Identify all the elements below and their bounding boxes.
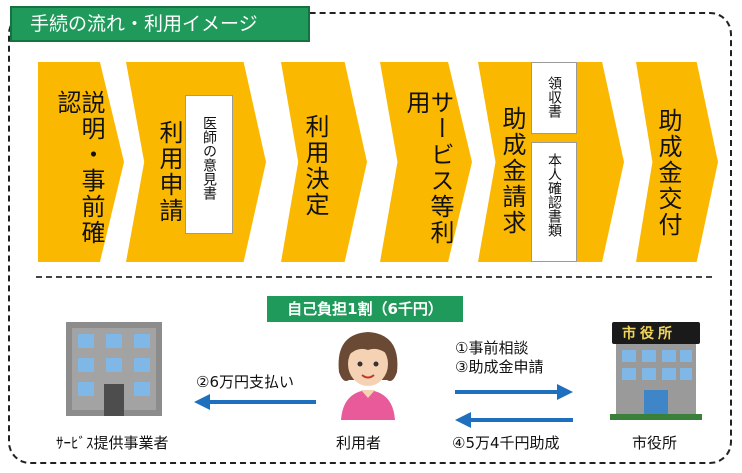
step-application: 利用申請 医師の意見書 — [126, 62, 266, 262]
step-subsidy-claim: 助成金請求 領収書 本人確認書類 — [478, 62, 624, 262]
payment-label: ②6万円支払い — [196, 373, 294, 391]
doctor-opinion-box: 医師の意見書 — [185, 95, 233, 234]
arrow-right-to-city — [455, 384, 573, 400]
step-service-use: サービス等利用 — [380, 62, 472, 262]
id-docs-box: 本人確認書類 — [531, 142, 577, 262]
section-divider — [36, 276, 712, 278]
arrow-left-subsidy — [455, 412, 573, 428]
dashed-frame — [8, 12, 732, 464]
receipt-box: 領収書 — [531, 62, 577, 134]
consult-label: ①事前相談 — [455, 339, 529, 357]
step-label: サービス等利用 — [402, 90, 454, 246]
provider-label: ｻｰﾋﾞｽ提供事業者 — [56, 434, 169, 452]
application-label: ③助成金申請 — [455, 358, 544, 376]
woman-avatar-icon — [338, 332, 398, 420]
step-label: 助成金交付 — [654, 108, 682, 238]
section-title: 手続の流れ・利用イメージ — [10, 6, 310, 42]
doctor-opinion-note: 医師の意見書 — [201, 116, 217, 200]
step-label: 利用申請 — [155, 120, 183, 224]
self-burden-banner: 自己負担1割（6千円） — [267, 296, 463, 322]
subsidy-label: ④5万4千円助成 — [452, 434, 560, 452]
city-sign: 市役所 — [622, 326, 676, 342]
step-label: 説明・事前確認 — [53, 90, 105, 246]
office-building-icon — [66, 322, 162, 416]
id-docs-note: 本人確認書類 — [546, 153, 562, 237]
receipt-note: 領収書 — [546, 76, 562, 118]
user-label: 利用者 — [336, 434, 382, 452]
step-label: 助成金請求 — [498, 106, 526, 236]
arrow-left-payment — [194, 394, 316, 410]
step-label: 利用決定 — [301, 114, 329, 218]
city-hall-icon — [610, 322, 702, 420]
city-office-label: 市役所 — [632, 434, 678, 452]
